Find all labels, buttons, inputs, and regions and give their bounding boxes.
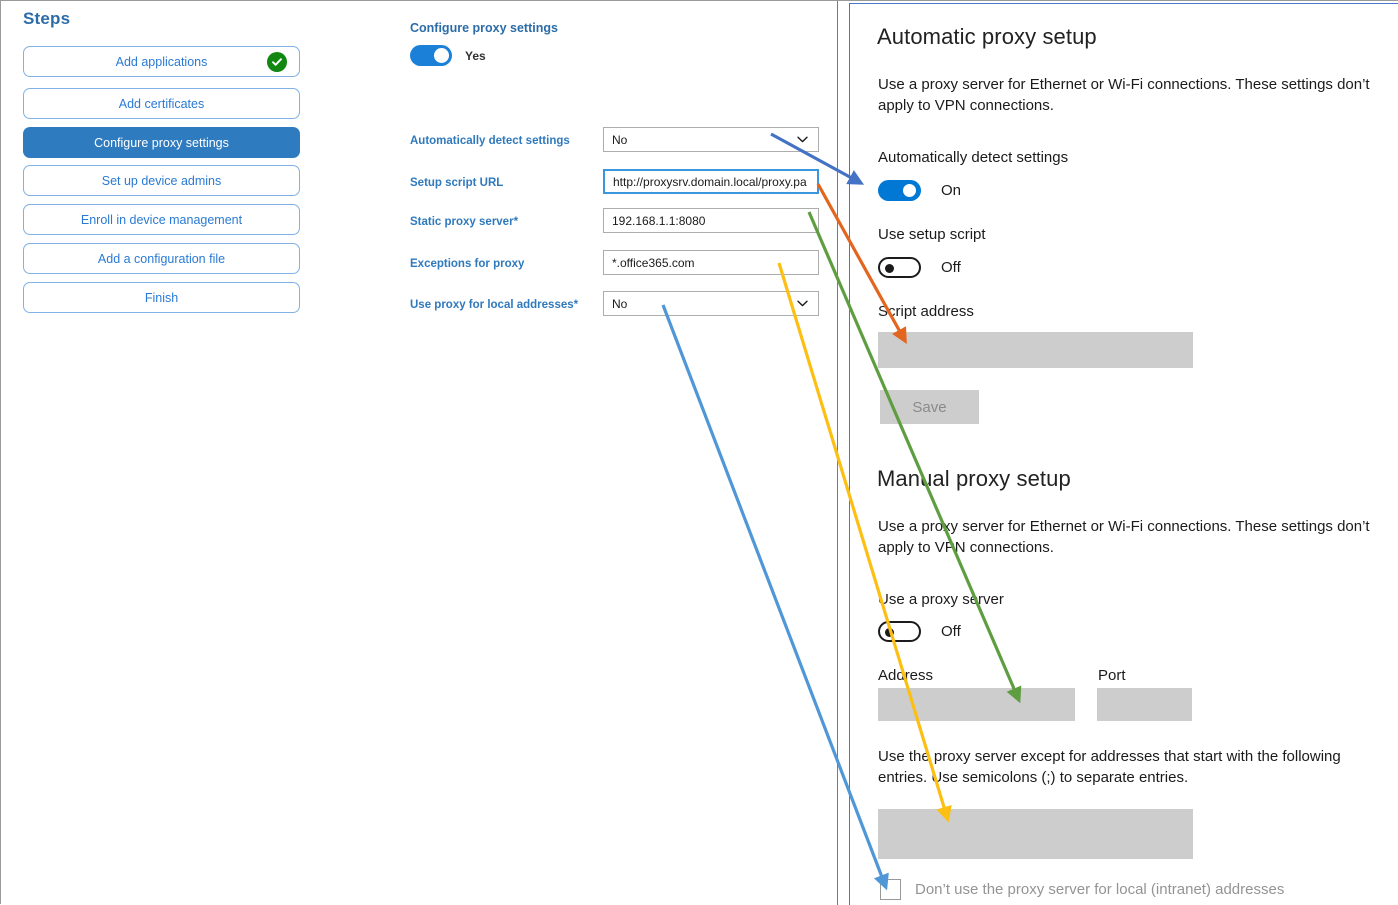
select-value: No (612, 296, 628, 311)
steps-panel: Steps Add applications Add certificates … (1, 1, 337, 905)
chevron-down-icon (797, 300, 808, 307)
input-static-proxy-server[interactable]: 192.168.1.1:8080 (603, 208, 819, 233)
configure-proxy-toggle-row: Yes (410, 45, 486, 66)
form-title: Configure proxy settings (410, 21, 558, 35)
sidebar-item-label: Configure proxy settings (94, 135, 229, 150)
windows-proxy-settings-panel: Automatic proxy setup Use a proxy server… (849, 3, 1398, 905)
use-setup-script-value: Off (941, 259, 961, 276)
manual-proxy-setup-heading: Manual proxy setup (877, 466, 1071, 491)
sidebar-item-finish[interactable]: Finish (23, 282, 300, 313)
automatic-proxy-setup-heading: Automatic proxy setup (877, 24, 1097, 49)
proxy-form-panel: Configure proxy settings Yes Automatical… (337, 1, 837, 905)
port-input[interactable] (1097, 688, 1192, 721)
sidebar-item-configure-proxy-settings[interactable]: Configure proxy settings (23, 127, 300, 158)
sidebar-item-add-a-configuration-file[interactable]: Add a configuration file (23, 243, 300, 274)
steps-title: Steps (23, 9, 71, 28)
script-address-label: Script address (878, 303, 974, 320)
bypass-local-row: Don’t use the proxy server for local (in… (880, 879, 1284, 900)
input-value: *.office365.com (612, 255, 695, 270)
use-setup-script-label: Use setup script (878, 226, 986, 243)
label-exceptions-for-proxy: Exceptions for proxy (410, 258, 525, 270)
sidebar-item-add-applications[interactable]: Add applications (23, 46, 300, 77)
bypass-local-label: Don’t use the proxy server for local (in… (915, 881, 1285, 898)
use-a-proxy-server-label: Use a proxy server (878, 591, 1004, 608)
sidebar-item-label: Add certificates (118, 96, 205, 111)
sidebar-item-enroll-in-device-management[interactable]: Enroll in device management (23, 204, 300, 235)
label-setup-script-url: Setup script URL (410, 177, 504, 189)
automatic-proxy-setup-description: Use a proxy server for Ethernet or Wi-Fi… (878, 76, 1370, 115)
required-marker: * (573, 299, 579, 311)
use-a-proxy-server-toggle[interactable] (878, 621, 921, 642)
configure-proxy-toggle-value: Yes (465, 48, 486, 63)
use-a-proxy-server-value: Off (941, 623, 961, 640)
required-marker: * (513, 216, 519, 228)
input-exceptions-for-proxy[interactable]: *.office365.com (603, 250, 819, 275)
sidebar-item-set-up-device-admins[interactable]: Set up device admins (23, 165, 300, 196)
label-static-proxy-server: Static proxy server* (410, 216, 519, 228)
address-input[interactable] (878, 688, 1075, 721)
port-label: Port (1098, 667, 1126, 684)
input-value: http://proxysrv.domain.local/proxy.pa (613, 174, 807, 189)
exceptions-description: Use the proxy server except for addresse… (878, 748, 1341, 787)
check-circle-icon (267, 51, 287, 72)
script-address-input[interactable] (878, 332, 1193, 368)
address-label: Address (878, 667, 934, 684)
use-a-proxy-server-row: Off (878, 621, 961, 642)
sidebar-item-label: Enroll in device management (80, 212, 243, 227)
use-setup-script-row: Off (878, 257, 961, 278)
sidebar-item-add-certificates[interactable]: Add certificates (23, 88, 300, 119)
chevron-down-icon (797, 136, 808, 143)
automatically-detect-settings-value: On (941, 182, 962, 199)
automatically-detect-settings-label: Automatically detect settings (878, 149, 1069, 166)
select-value: No (612, 132, 628, 147)
exceptions-input[interactable] (878, 809, 1193, 859)
configure-proxy-toggle[interactable] (410, 45, 452, 66)
use-setup-script-toggle[interactable] (878, 257, 921, 278)
input-setup-script-url[interactable]: http://proxysrv.domain.local/proxy.pa (603, 169, 819, 194)
manual-proxy-setup-description: Use a proxy server for Ethernet or Wi-Fi… (878, 518, 1370, 557)
sidebar-item-label: Finish (144, 290, 179, 305)
label-automatically-detect-settings: Automatically detect settings (410, 135, 570, 147)
select-use-proxy-for-local-addresses[interactable]: No (603, 291, 819, 316)
label-use-proxy-for-local-addresses: Use proxy for local addresses* (410, 299, 579, 311)
input-value: 192.168.1.1:8080 (612, 213, 706, 228)
save-button[interactable]: Save (880, 390, 979, 424)
automatically-detect-settings-toggle[interactable] (878, 180, 921, 201)
sidebar-item-label: Add applications (115, 54, 208, 69)
automatically-detect-settings-row: On (878, 180, 961, 201)
bypass-local-checkbox[interactable] (880, 879, 901, 900)
panel-divider (837, 1, 838, 905)
select-automatically-detect-settings[interactable]: No (603, 127, 819, 152)
sidebar-item-label: Add a configuration file (97, 251, 226, 266)
sidebar-item-label: Set up device admins (101, 173, 222, 188)
